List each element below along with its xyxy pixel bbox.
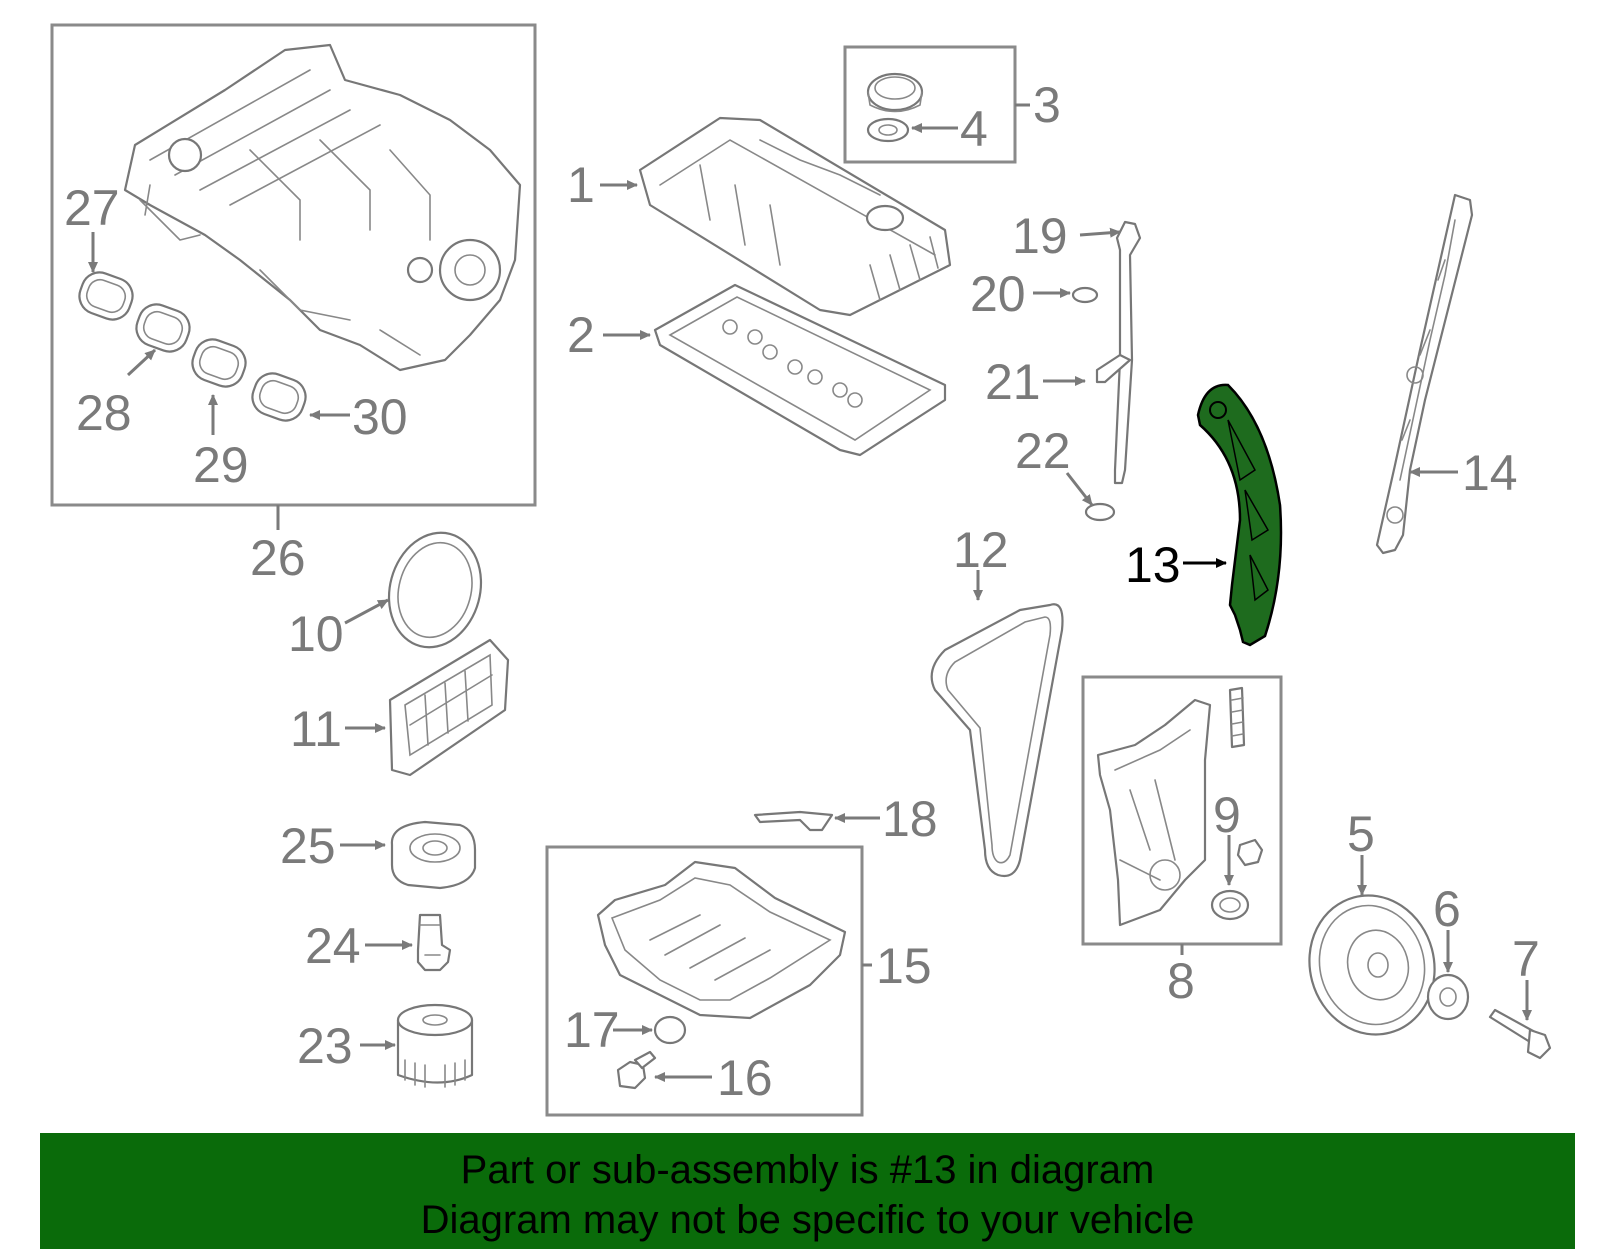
timing-chain (930, 603, 1064, 878)
callout-labels: 1 2 3 4 5 6 7 8 9 10 11 12 13 14 15 16 1… (64, 77, 1540, 1106)
timing-cover-plug (1236, 838, 1264, 867)
callout-3: 3 (1033, 77, 1061, 133)
notice-banner: Part or sub-assembly is #13 in diagram D… (40, 1133, 1575, 1249)
oil-pressure-switch (416, 913, 452, 972)
callout-9: 9 (1213, 787, 1241, 843)
timing-chain-guide (1375, 193, 1474, 555)
callout-12: 12 (953, 522, 1009, 578)
callout-20: 20 (970, 266, 1026, 322)
callout-22: 22 (1015, 423, 1071, 479)
callout-11: 11 (290, 701, 342, 757)
callout-26: 26 (250, 530, 306, 586)
pulley-bolt (1488, 1008, 1552, 1060)
callout-13: 13 (1125, 537, 1181, 593)
drain-plug (616, 1050, 657, 1090)
callout-4: 4 (960, 101, 988, 157)
oil-cooler (390, 820, 477, 890)
callout-25: 25 (280, 818, 336, 874)
front-crank-seal (387, 531, 483, 649)
callout-21: 21 (985, 354, 1041, 410)
timing-cover-seal (1210, 889, 1250, 921)
oil-baffle-plate (388, 638, 510, 777)
callout-5: 5 (1347, 806, 1375, 862)
crankshaft-pulley (1308, 894, 1436, 1036)
oil-pan (596, 860, 847, 1020)
timing-chain-guide-highlighted (1196, 383, 1283, 647)
callout-17: 17 (564, 1002, 620, 1058)
oil-filter (396, 1003, 474, 1088)
callout-10: 10 (288, 606, 344, 662)
drain-plug-gasket (653, 1015, 687, 1045)
notice-line-2: Diagram may not be specific to your vehi… (420, 1198, 1195, 1242)
callout-28: 28 (76, 385, 132, 441)
intake-manifold-group-box (50, 23, 537, 507)
timing-cover (1096, 686, 1246, 927)
intake-manifold (123, 43, 522, 372)
callout-2: 2 (567, 307, 595, 363)
callout-6: 6 (1433, 881, 1461, 937)
callout-23: 23 (297, 1018, 353, 1074)
valve-cover (638, 116, 952, 317)
callout-27: 27 (64, 180, 120, 236)
engine-parts-diagram: 1 2 3 4 5 6 7 8 9 10 11 12 13 14 15 16 1… (50, 23, 1552, 1117)
callout-16: 16 (717, 1050, 773, 1106)
valve-cover-gasket (653, 283, 947, 457)
oil-level-sensor (753, 810, 834, 832)
oil-filler-cap (866, 72, 924, 113)
callout-29: 29 (193, 437, 249, 493)
callout-1: 1 (567, 157, 595, 213)
oil-pan-group-box (545, 845, 864, 1117)
callout-14: 14 (1462, 445, 1518, 501)
oil-filler-seal (866, 117, 910, 143)
leader-lines (88, 103, 1532, 1082)
intake-gaskets (78, 271, 307, 422)
callout-24: 24 (305, 918, 361, 974)
dipstick-assembly (1071, 220, 1142, 522)
notice-line-1: Part or sub-assembly is #13 in diagram (460, 1148, 1155, 1192)
pulley-washer (1426, 973, 1470, 1021)
callout-15: 15 (876, 938, 932, 994)
callout-8: 8 (1167, 953, 1195, 1009)
callout-30: 30 (352, 389, 408, 445)
callout-18: 18 (882, 791, 938, 847)
callout-19: 19 (1012, 208, 1068, 264)
callout-7: 7 (1512, 931, 1540, 987)
